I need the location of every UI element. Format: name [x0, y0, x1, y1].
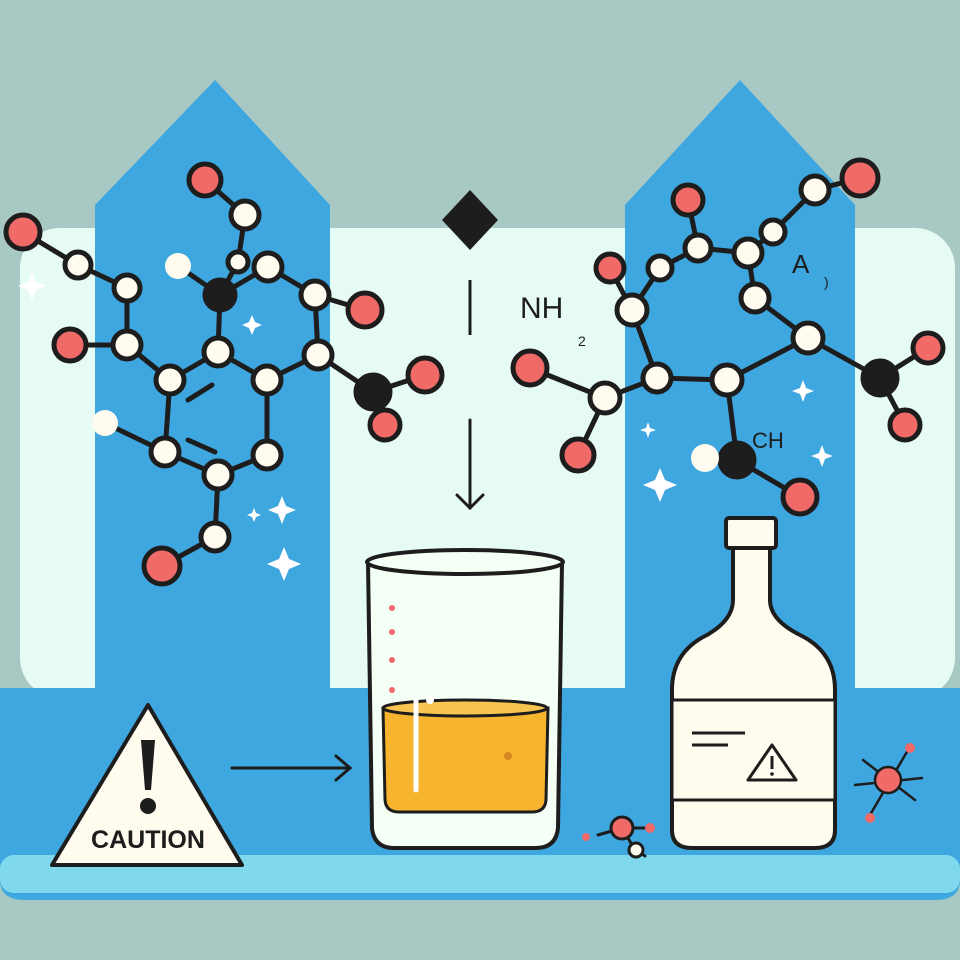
sparkle-icon: [267, 547, 301, 581]
atom: [201, 335, 235, 369]
right-molecule: [510, 157, 946, 517]
sparkle-icon: [643, 468, 677, 502]
atom: [111, 272, 143, 304]
atom: [738, 281, 772, 315]
beaker-rim: [365, 548, 565, 576]
molecule-icon: [853, 743, 924, 823]
bottle-icon: [670, 516, 837, 850]
beaker-icon: [365, 548, 565, 850]
atom: [153, 363, 187, 397]
oxygen-atom: [839, 157, 881, 199]
atom: [587, 380, 623, 416]
left-arrow-column: [95, 80, 330, 700]
sparkle-icon: [792, 380, 814, 402]
hydrogen-atom: [165, 253, 191, 279]
atom: [645, 253, 675, 283]
liquid-surface: [381, 698, 549, 718]
bubble: [426, 696, 434, 704]
oxygen-atom: [910, 330, 946, 366]
sparkle-icon: [247, 508, 261, 522]
beaker-liquid: [381, 706, 550, 814]
atom: [298, 278, 332, 312]
sparkle-icon: [242, 315, 262, 335]
right-molecule-atoms: [510, 157, 946, 517]
atom-a-label: A: [792, 249, 810, 279]
atom: [758, 217, 788, 247]
diamond-icon: [442, 190, 498, 250]
atom: [798, 173, 832, 207]
left-molecule: [3, 161, 445, 587]
oxygen-atom: [510, 348, 550, 388]
atom: [198, 520, 232, 554]
carbon-atom: [353, 372, 393, 412]
atom: [250, 363, 284, 397]
atom: [709, 362, 745, 398]
atom: [251, 250, 285, 284]
atom: [62, 249, 94, 281]
sparkle-icon: [268, 496, 296, 524]
beaker-graduations: [389, 605, 395, 693]
arrow-down-icon: [455, 418, 485, 511]
bubble: [504, 752, 512, 760]
atom: [201, 458, 235, 492]
sparkle-icon: [811, 445, 833, 467]
atom: [250, 438, 284, 472]
oxygen-atom: [780, 477, 820, 517]
carbon-atom: [860, 358, 900, 398]
oxygen-atom: [345, 290, 385, 330]
oxygen-atom: [559, 436, 597, 474]
caution-sign: CAUTION: [50, 703, 244, 867]
label-warning-icon: [746, 743, 798, 782]
arrow-right-icon: [230, 754, 353, 782]
atom: [228, 198, 262, 232]
atom-a-mark: ): [824, 274, 829, 290]
molecule-icon: [582, 815, 655, 859]
carbon-atom: [202, 277, 238, 313]
sparkle-icon: [640, 422, 656, 438]
oxygen-atom: [51, 326, 89, 364]
sparkle-icon: [18, 272, 46, 300]
atom: [790, 320, 826, 356]
amine-label: NH: [520, 292, 563, 325]
bottle-cork: [724, 516, 778, 550]
oxygen-atom: [670, 182, 706, 218]
atom: [731, 236, 765, 270]
oxygen-atom: [405, 355, 445, 395]
methine-label: CH: [752, 428, 784, 453]
atom: [110, 328, 144, 362]
oxygen-atom: [3, 212, 43, 252]
oxygen-atom: [887, 407, 923, 443]
exclamation-dot: [140, 798, 156, 814]
atom: [148, 435, 182, 469]
atom: [682, 232, 714, 264]
caution-label: CAUTION: [91, 826, 205, 854]
oxygen-atom: [367, 407, 403, 443]
oxygen-atom: [593, 251, 627, 285]
atom: [614, 292, 650, 328]
hydrogen-atom: [691, 444, 719, 472]
exclamation-mark: [141, 740, 155, 790]
atom: [225, 249, 251, 275]
bottle-label: [670, 698, 837, 802]
sparkles: [18, 272, 833, 581]
amine-subscript: 2: [578, 333, 586, 349]
atom: [640, 361, 674, 395]
reaction-indicator: [442, 190, 498, 511]
oxygen-atom: [141, 545, 183, 587]
carbon-atom: [717, 440, 757, 480]
atom: [301, 338, 335, 372]
oxygen-atom: [186, 161, 224, 199]
hydrogen-atom: [92, 410, 118, 436]
left-molecule-atoms: [3, 161, 445, 587]
